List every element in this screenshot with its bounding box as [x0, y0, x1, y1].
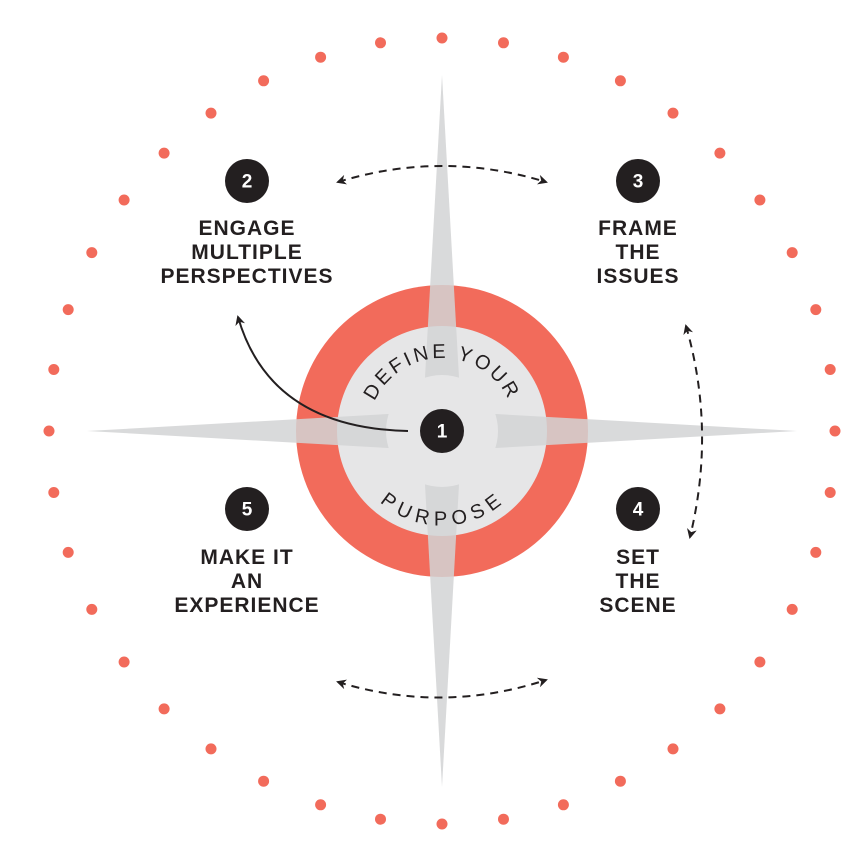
ring-dot	[43, 425, 55, 437]
ring-dot	[258, 75, 270, 87]
ring-dot	[86, 603, 98, 615]
step-label-line: FRAME	[598, 217, 678, 240]
ring-dot	[829, 425, 841, 437]
ring-dot	[824, 364, 836, 375]
step-label-line: ENGAGE	[198, 217, 295, 240]
step-4: 4 SET THE SCENE	[599, 487, 676, 617]
step-label-line: MAKE IT	[200, 546, 293, 569]
arrow-step5-step4	[336, 677, 548, 699]
ring-dot	[86, 247, 98, 259]
arrow-step3-step4	[683, 324, 704, 539]
step-label-line: AN	[231, 570, 263, 593]
arrow-step1-step2	[235, 315, 409, 432]
ring-dot	[62, 304, 74, 316]
ring-dot	[498, 37, 509, 49]
ring-dot	[614, 775, 626, 787]
badge-number: 5	[242, 500, 253, 521]
ring-dot	[315, 51, 327, 63]
step-label-line: EXPERIENCE	[174, 594, 319, 617]
badge-number: 2	[242, 172, 253, 193]
badge-circle	[616, 487, 660, 531]
arrow-step2-step3	[336, 165, 548, 185]
step-label-line: SCENE	[599, 594, 676, 617]
step-label-line: PERSPECTIVES	[160, 265, 333, 288]
ring-dot	[375, 813, 386, 825]
step-label-line: ISSUES	[596, 265, 679, 288]
ring-dot	[810, 304, 822, 316]
step-3: 3 FRAME THE ISSUES	[596, 159, 679, 288]
step-label-line: SET	[616, 546, 660, 569]
ring-dot	[315, 799, 327, 811]
ring-dot	[436, 818, 448, 830]
step-label-line: MULTIPLE	[191, 241, 302, 264]
ring-dot	[714, 147, 726, 159]
step-5: 5 MAKE IT AN EXPERIENCE	[174, 487, 319, 617]
step-label-line: THE	[616, 241, 661, 264]
ring-dot	[158, 703, 170, 715]
dotted-outer-ring	[43, 32, 841, 830]
connector-arrows	[235, 165, 704, 699]
badge-circle	[420, 409, 464, 453]
ring-dot	[436, 32, 448, 44]
badge-number: 4	[633, 500, 644, 521]
step-badge-1: 1	[420, 409, 464, 453]
ring-dot	[258, 775, 270, 787]
ring-dot	[786, 247, 798, 259]
badge-circle	[616, 159, 660, 203]
ring-dot	[824, 487, 836, 498]
ring-dot	[62, 546, 74, 558]
ring-dot	[714, 703, 726, 715]
badge-circle	[225, 159, 269, 203]
ring-dot	[205, 743, 217, 755]
ring-dot	[667, 107, 679, 119]
badge-number: 3	[633, 172, 644, 193]
ring-dot	[205, 107, 217, 119]
ring-dot	[667, 743, 679, 755]
ring-dot	[118, 194, 130, 206]
ring-dot	[118, 656, 130, 668]
ring-dot	[375, 37, 386, 49]
ring-dot	[498, 813, 509, 825]
badge-circle	[225, 487, 269, 531]
ring-dot	[754, 656, 766, 668]
ring-dot	[754, 194, 766, 206]
ring-dot	[48, 364, 60, 375]
ring-dot	[810, 546, 822, 558]
ring-dot	[48, 487, 60, 498]
ring-dot	[786, 603, 798, 615]
ring-dot	[158, 147, 170, 159]
step-label-line: THE	[616, 570, 661, 593]
badge-number: 1	[437, 422, 448, 443]
ring-dot	[557, 51, 569, 63]
ring-dot	[614, 75, 626, 87]
step-2: 2 ENGAGE MULTIPLE PERSPECTIVES	[160, 159, 333, 288]
ring-dot	[557, 799, 569, 811]
